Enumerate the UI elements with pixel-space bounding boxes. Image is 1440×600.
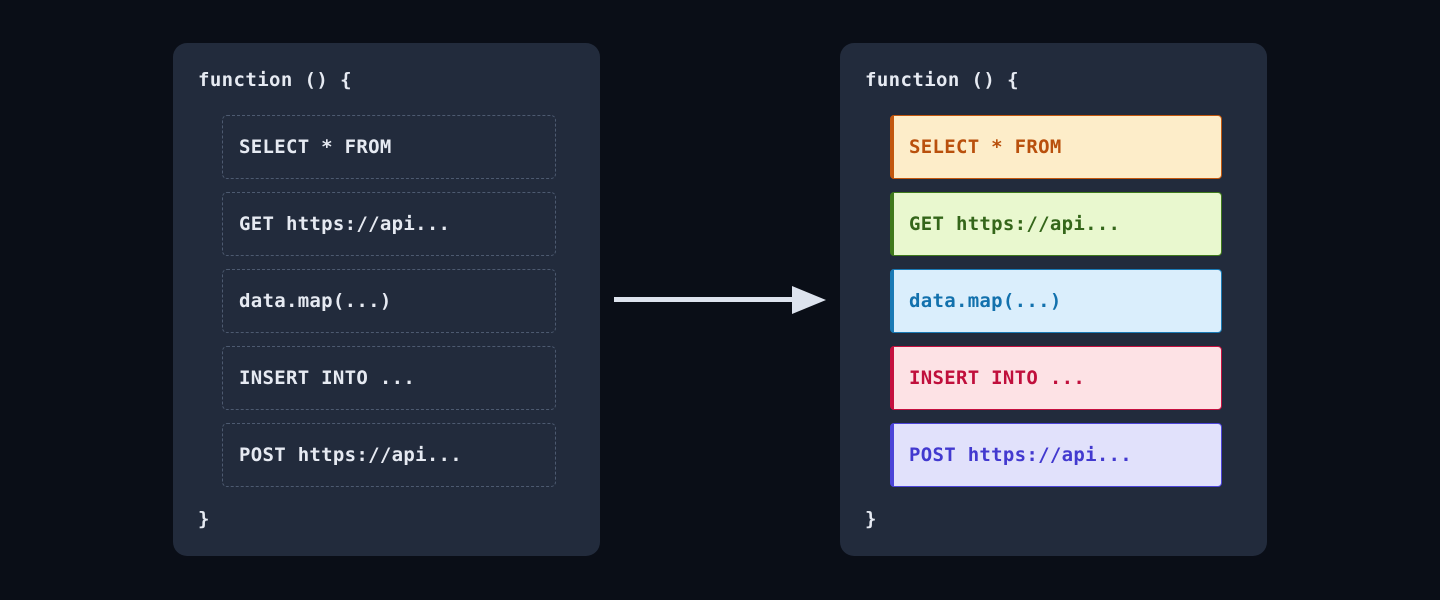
statement-text: GET https://api... <box>239 213 451 235</box>
statement-text: data.map(...) <box>239 290 392 312</box>
statement-text: INSERT INTO ... <box>239 367 416 389</box>
statement-text: POST https://api... <box>239 444 463 466</box>
statement-text: POST https://api... <box>909 444 1133 466</box>
statement-row-highlighted-sql-select[interactable]: SELECT * FROM <box>890 115 1222 179</box>
code-panel-after: function () { SELECT * FROM GET https://… <box>840 43 1267 556</box>
function-open-brace-right: function () { <box>865 69 1019 91</box>
function-close-brace-right: } <box>865 508 877 530</box>
statement-row-highlighted-sql-insert[interactable]: INSERT INTO ... <box>890 346 1222 410</box>
arrow-right-icon <box>614 280 826 320</box>
statement-row-highlighted-http-post[interactable]: POST https://api... <box>890 423 1222 487</box>
statement-row-plain[interactable]: data.map(...) <box>222 269 556 333</box>
statement-row-plain[interactable]: INSERT INTO ... <box>222 346 556 410</box>
statement-row-plain[interactable]: GET https://api... <box>222 192 556 256</box>
statement-row-plain[interactable]: SELECT * FROM <box>222 115 556 179</box>
statement-text: SELECT * FROM <box>909 136 1062 158</box>
statement-list-before: SELECT * FROM GET https://api... data.ma… <box>173 115 600 487</box>
statement-row-plain[interactable]: POST https://api... <box>222 423 556 487</box>
statement-row-highlighted-js-map[interactable]: data.map(...) <box>890 269 1222 333</box>
code-panel-before: function () { SELECT * FROM GET https://… <box>173 43 600 556</box>
statement-list-after: SELECT * FROM GET https://api... data.ma… <box>840 115 1267 487</box>
statement-text: INSERT INTO ... <box>909 367 1086 389</box>
statement-text: GET https://api... <box>909 213 1121 235</box>
statement-row-highlighted-http-get[interactable]: GET https://api... <box>890 192 1222 256</box>
function-open-brace-left: function () { <box>198 69 352 91</box>
statement-text: data.map(...) <box>909 290 1062 312</box>
statement-text: SELECT * FROM <box>239 136 392 158</box>
function-close-brace-left: } <box>198 508 210 530</box>
